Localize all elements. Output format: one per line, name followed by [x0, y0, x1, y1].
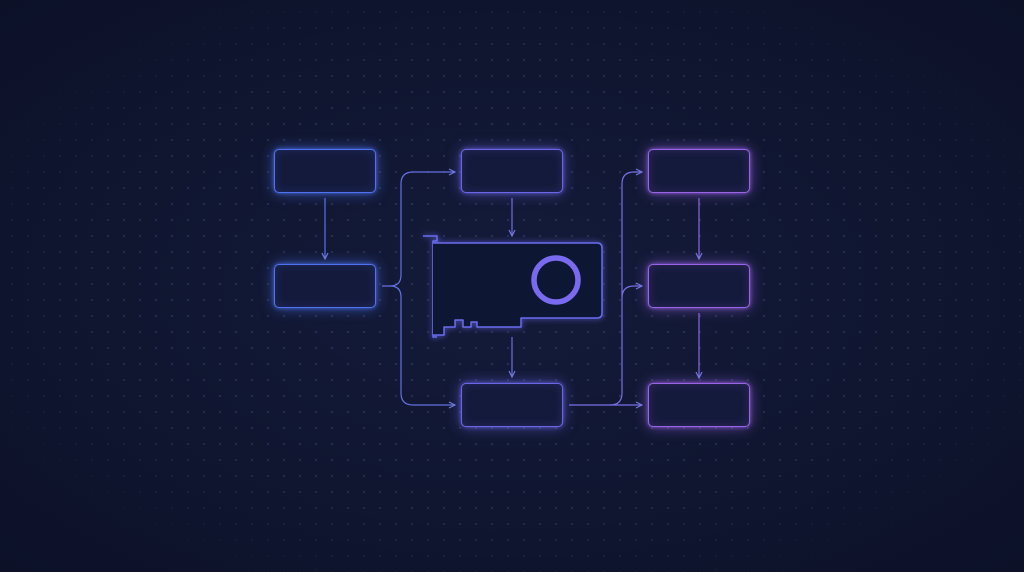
node-col2-row1 — [461, 149, 563, 193]
node-col3-row3 — [648, 383, 750, 427]
node-col1-row1 — [274, 149, 376, 193]
gpu-fan-icon — [531, 255, 581, 305]
connector-col2-to-col3-middle — [621, 286, 642, 299]
connector-col2-to-col3-top — [609, 172, 642, 406]
connector-col1-to-col2-top — [382, 172, 455, 287]
gpu-card-icon — [423, 235, 603, 338]
node-col1-row2 — [274, 264, 376, 308]
node-col3-row1 — [648, 149, 750, 193]
node-col2-row3 — [461, 383, 563, 427]
connector-col1-to-col2-bottom — [389, 285, 455, 405]
node-col3-row2 — [648, 264, 750, 308]
